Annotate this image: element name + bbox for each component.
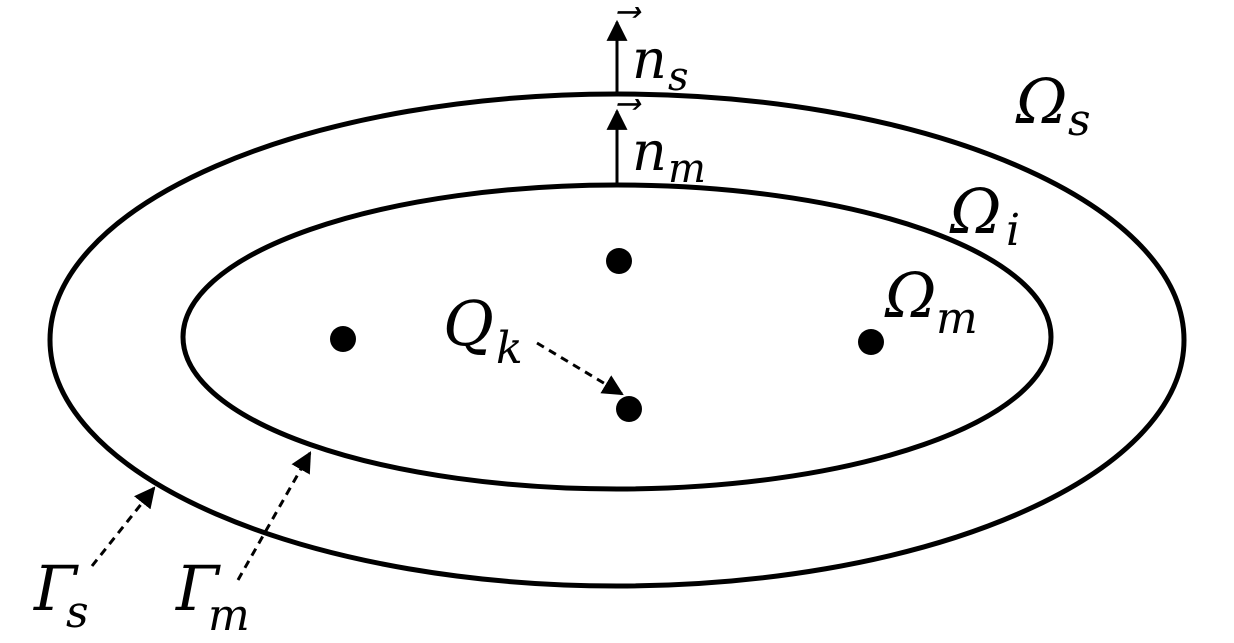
charge-qk-label: Q: [443, 287, 494, 360]
normal-outer-label: n: [632, 28, 667, 91]
qk-pointer-arrow: [536, 341, 624, 396]
inner-boundary-ellipse: [180, 182, 1054, 492]
normal-outer-vector-accent: ⃗: [617, 6, 642, 18]
charge-qk-subscript: k: [496, 323, 523, 374]
charge-point-top: [606, 248, 632, 274]
boundary-gamma-s-subscript: s: [66, 587, 89, 638]
charge-point-left: [330, 326, 356, 352]
boundary-gamma-m-label: Γ: [175, 552, 221, 625]
region-omega-i-label: Ω: [949, 175, 1001, 248]
normal-inner-vector-accent: ⃗: [617, 98, 642, 110]
normal-inner-subscript: m: [668, 146, 706, 192]
region-omega-m-subscript: m: [936, 293, 978, 344]
region-omega-m-label: Ω: [884, 259, 936, 332]
normal-outer-subscript: s: [668, 54, 689, 100]
region-omega-s-label: Ω: [1015, 65, 1067, 138]
boundary-gamma-m-subscript: m: [208, 590, 250, 641]
gamma-m-pointer-arrow: [236, 451, 312, 581]
region-omega-s-subscript: s: [1068, 95, 1091, 146]
region-omega-i-subscript: i: [1006, 205, 1020, 256]
outer-boundary-ellipse: [47, 91, 1187, 589]
gamma-s-pointer-arrow: [90, 486, 156, 567]
charge-point-right: [858, 329, 884, 355]
normal-inner-label: n: [632, 120, 667, 183]
charge-point-bottom: [616, 396, 642, 422]
boundary-gamma-s-label: Γ: [33, 552, 79, 625]
